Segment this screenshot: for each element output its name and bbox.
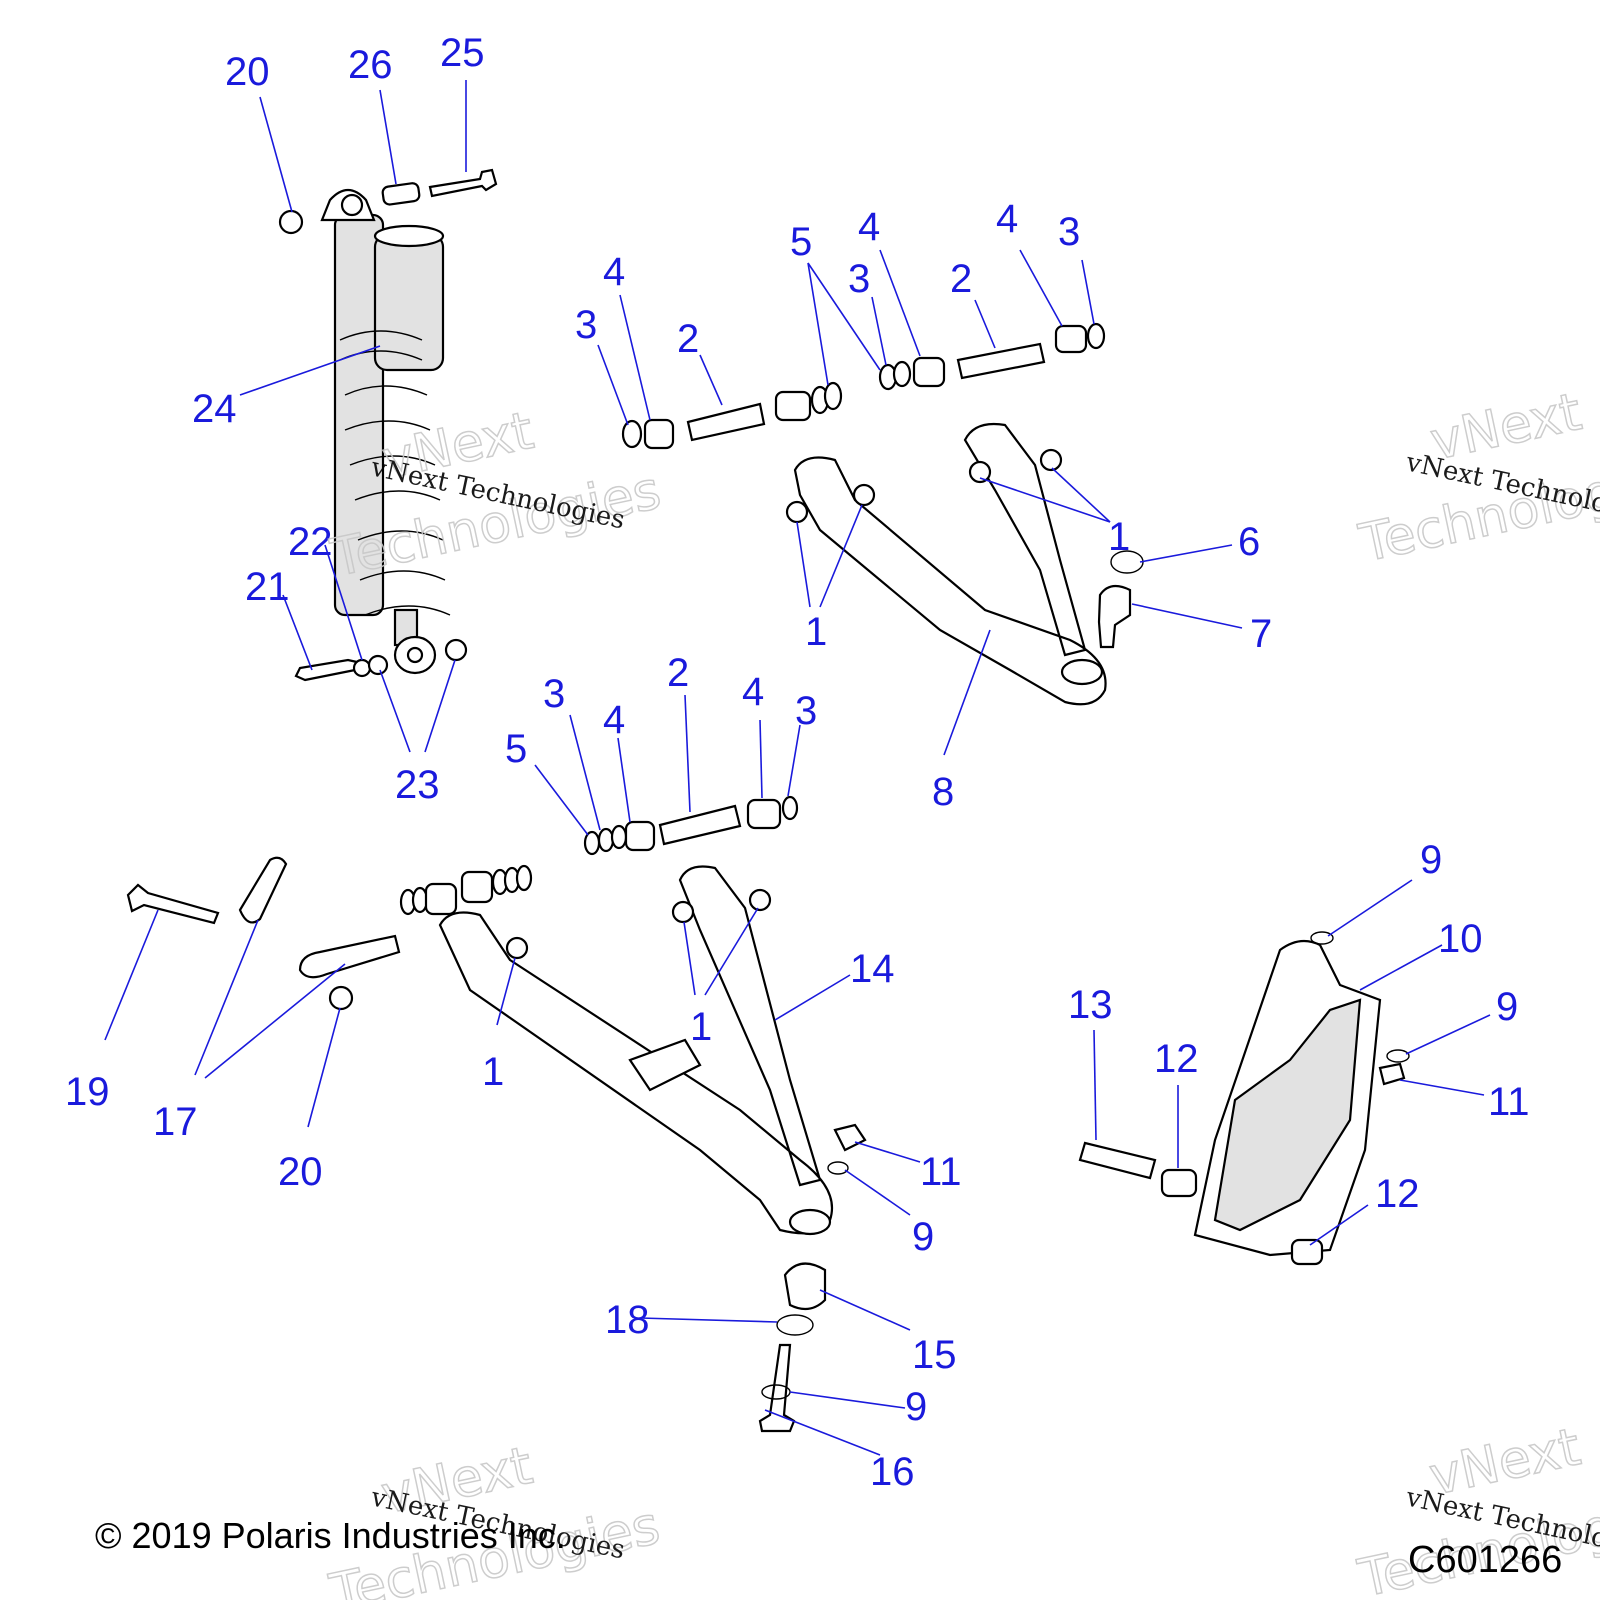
callout: 11 <box>1488 1080 1530 1124</box>
callout: 1 <box>690 1005 712 1049</box>
callout: 5 <box>505 727 527 771</box>
lower-a-arm <box>438 865 834 1235</box>
parts-artwork <box>126 168 1410 1433</box>
ball-joint-7 <box>1097 584 1132 649</box>
callout: 3 <box>543 672 565 716</box>
pin-13 <box>1078 1141 1157 1180</box>
nut-20-top <box>278 209 304 235</box>
bolt-21 <box>294 658 359 682</box>
callout: 8 <box>932 770 954 814</box>
callout: 20 <box>278 1150 323 1194</box>
callout: 4 <box>603 250 625 294</box>
callout: 25 <box>440 31 485 75</box>
callout: 9 <box>1420 838 1442 882</box>
callout: 3 <box>1058 210 1080 254</box>
bracket-17-b <box>298 934 401 979</box>
callout: 12 <box>1375 1172 1420 1216</box>
callout: 16 <box>870 1450 915 1494</box>
callout: 3 <box>848 257 870 301</box>
callout: 22 <box>288 520 333 564</box>
callout: 2 <box>677 317 699 361</box>
callout: 9 <box>912 1215 934 1259</box>
callout: 4 <box>742 670 764 714</box>
shock-absorber <box>320 188 451 675</box>
callout: 4 <box>603 698 625 742</box>
callout: 24 <box>192 387 237 431</box>
callout: 21 <box>245 565 290 609</box>
callout: 17 <box>153 1100 198 1144</box>
callout: 11 <box>920 1150 962 1194</box>
nut-23 <box>444 638 468 662</box>
callout: 19 <box>65 1070 110 1114</box>
callout: 20 <box>225 50 270 94</box>
callout: 14 <box>850 947 895 991</box>
callout: 23 <box>395 763 440 807</box>
callout: 4 <box>858 205 880 249</box>
callout: 4 <box>996 197 1018 241</box>
bushing-12-a <box>1160 1168 1198 1198</box>
callout: 6 <box>1238 520 1260 564</box>
bracket-17-a <box>238 856 288 924</box>
callout: 9 <box>1496 985 1518 1029</box>
callout: 10 <box>1438 917 1483 961</box>
bolt-16 <box>758 1343 796 1433</box>
callout: 15 <box>912 1333 957 1377</box>
callout: 18 <box>605 1298 650 1342</box>
bolt-19 <box>126 883 220 925</box>
copyright-text: © 2019 Polaris Industries Inc. <box>95 1515 566 1556</box>
callout: 2 <box>667 651 689 695</box>
snap-ring-18 <box>776 1314 814 1336</box>
callout: 5 <box>790 220 812 264</box>
callout: 1 <box>482 1050 504 1094</box>
callout: 3 <box>795 689 817 733</box>
bolt-25 <box>428 168 498 198</box>
washer-22 <box>352 658 372 678</box>
nut-20-low <box>328 985 354 1011</box>
callout: 12 <box>1154 1037 1199 1081</box>
drawing-code: C601266 <box>1408 1539 1562 1581</box>
bushing-12-b <box>1290 1238 1324 1266</box>
callout: 3 <box>575 303 597 347</box>
callout: 7 <box>1250 612 1272 656</box>
callout: 13 <box>1068 983 1113 1027</box>
callout: 1 <box>805 610 827 654</box>
callout: 26 <box>348 43 393 87</box>
callout: 1 <box>1108 515 1130 559</box>
bushing-26 <box>381 182 421 206</box>
callout: 2 <box>950 257 972 301</box>
leader-lines <box>104 80 1491 1456</box>
ball-joint-15 <box>783 1262 827 1311</box>
bushing-23 <box>367 654 389 676</box>
callout-numbers: 20 26 25 24 22 21 23 3 4 2 5 3 4 4 3 2 1… <box>65 31 1530 1494</box>
callout: 9 <box>905 1385 927 1429</box>
